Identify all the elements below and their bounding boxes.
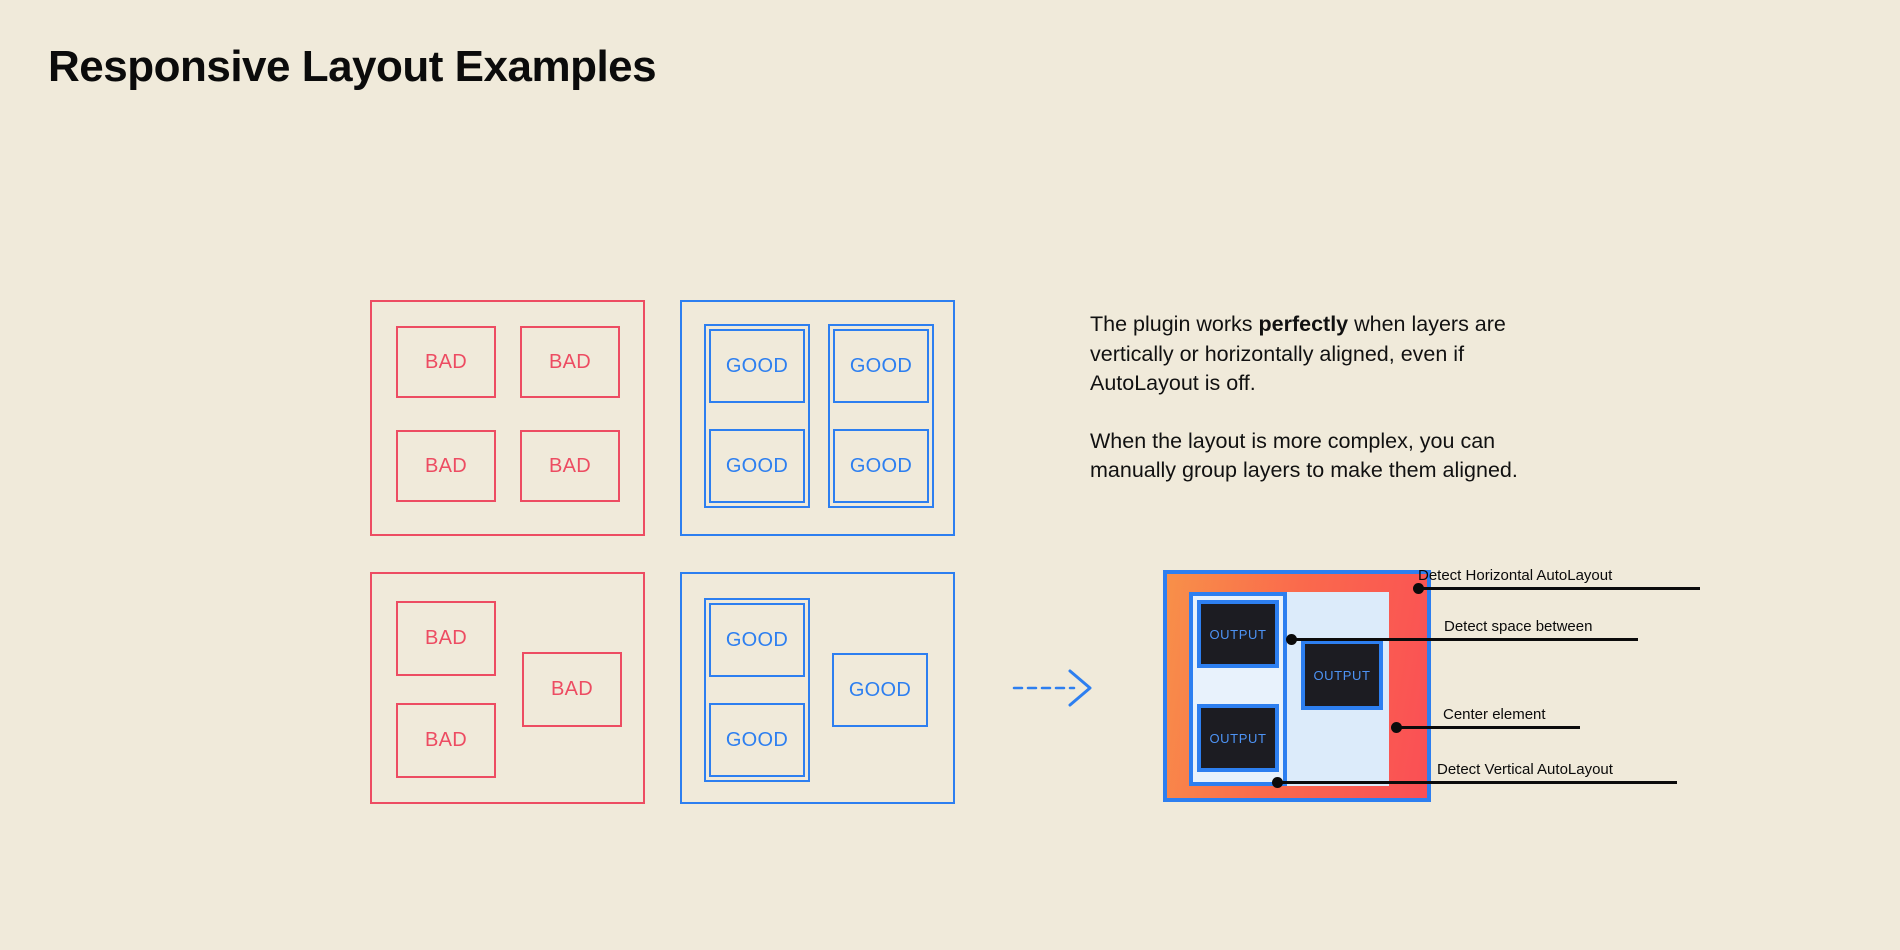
bad-box-label: BAD <box>424 729 468 751</box>
bad-box: BAD <box>396 430 496 502</box>
callout-label: Detect space between <box>1444 618 1593 635</box>
good-box: GOOD <box>709 429 805 503</box>
diagram-output-box: OUTPUT <box>1197 600 1279 668</box>
diagram-output-label: OUTPUT <box>1209 626 1267 642</box>
paragraph-1-emphasis: perfectly <box>1258 312 1349 336</box>
callout-label: Detect Horizontal AutoLayout <box>1418 567 1613 584</box>
page-title: Responsive Layout Examples <box>48 42 657 91</box>
diagram-output-box: OUTPUT <box>1197 704 1279 772</box>
callout-label: Center element <box>1443 706 1546 723</box>
paragraph-1-lead: The plugin works <box>1090 312 1259 336</box>
bad-box: BAD <box>520 430 620 502</box>
example-panel-bad-grid: BAD BAD BAD BAD <box>370 300 645 536</box>
callout-leader-line <box>1396 726 1580 729</box>
autolayout-detection-diagram: OUTPUT OUTPUT OUTPUT <box>1163 570 1431 802</box>
good-box: GOOD <box>832 653 928 727</box>
good-box-label: GOOD <box>725 628 789 651</box>
bad-box: BAD <box>396 326 496 398</box>
diagram-output-label: OUTPUT <box>1313 667 1371 683</box>
good-box-label: GOOD <box>849 454 913 477</box>
example-panel-good-grid: GOOD GOOD GOOD GOOD <box>680 300 955 536</box>
bad-box: BAD <box>522 652 622 727</box>
bad-box-label: BAD <box>424 350 468 373</box>
description-paragraph-2: When the layout is more complex, you can… <box>1090 428 1518 483</box>
bad-box: BAD <box>396 703 496 778</box>
good-box-label: GOOD <box>725 454 789 477</box>
bad-box: BAD <box>520 326 620 398</box>
layer-group-wrapper <box>704 324 810 508</box>
callout-label: Detect Vertical AutoLayout <box>1437 761 1613 778</box>
diagram-output-box: OUTPUT <box>1301 640 1383 710</box>
layer-group-wrapper <box>704 598 810 782</box>
good-box-label: GOOD <box>725 728 789 751</box>
good-box: GOOD <box>709 703 805 777</box>
good-box: GOOD <box>709 329 805 403</box>
callout-leader-line <box>1291 638 1638 641</box>
bad-box-label: BAD <box>424 454 468 477</box>
example-panel-bad-complex: BAD BAD BAD <box>370 572 645 804</box>
bad-box-label: BAD <box>548 350 592 373</box>
diagram-output-label: OUTPUT <box>1209 730 1267 746</box>
callout-leader-line <box>1418 587 1700 590</box>
description-paragraph-1: The plugin works perfectly when layers a… <box>1090 310 1560 399</box>
bad-box-label: BAD <box>548 454 592 477</box>
good-box-label: GOOD <box>849 354 913 377</box>
layer-group-wrapper <box>828 324 934 508</box>
example-panel-good-complex: GOOD GOOD GOOD <box>680 572 955 804</box>
bad-box: BAD <box>396 601 496 676</box>
callout-leader-line <box>1277 781 1677 784</box>
good-box: GOOD <box>709 603 805 677</box>
bad-box-label: BAD <box>424 627 468 649</box>
good-box: GOOD <box>833 329 929 403</box>
paragraph-1-tail: when layers are vertically or horizontal… <box>1090 312 1506 395</box>
good-box: GOOD <box>833 429 929 503</box>
good-box-label: GOOD <box>848 678 912 701</box>
description-text: The plugin works perfectly when layers a… <box>1090 310 1560 486</box>
good-box-label: GOOD <box>725 354 789 377</box>
dashed-arrow-right-icon <box>1012 668 1102 708</box>
bad-box-label: BAD <box>550 678 594 700</box>
